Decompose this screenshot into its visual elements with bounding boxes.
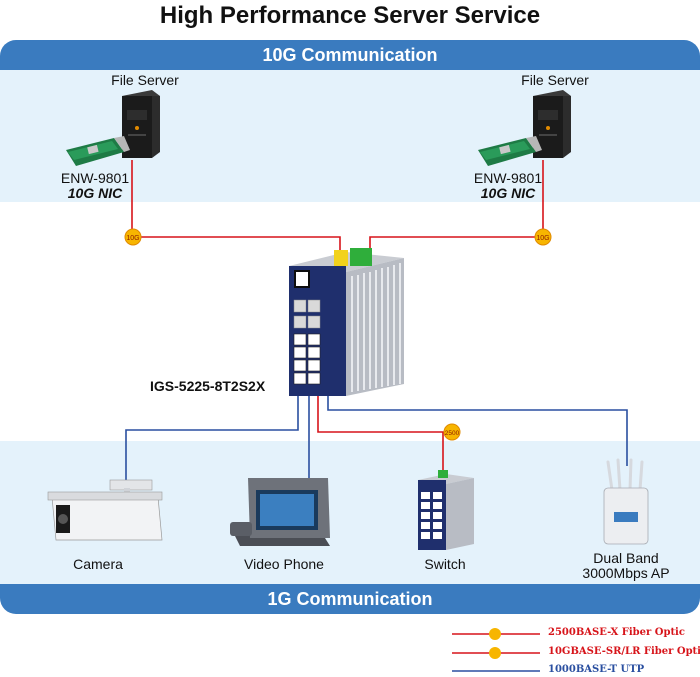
legend-item-1000base-t: 1000BASE-T UTP <box>450 664 695 677</box>
nic-left-model: ENW-9801 <box>60 170 130 186</box>
legend-item-2500base-x: 2500BASE-X Fiber Optic <box>450 627 695 643</box>
nic-right-model: ENW-9801 <box>473 170 543 186</box>
legend-text: 1000BASE-T UTP <box>548 664 645 675</box>
igs-5225-switch-icon <box>289 248 404 396</box>
badge-2500: 2500 <box>443 423 461 441</box>
ap-label-line2: 3000Mbps AP <box>582 565 670 581</box>
nic-right-type: 10G NIC <box>480 185 536 201</box>
switch-device-icon <box>418 470 474 550</box>
badge-10g-right-text: 10G <box>536 235 549 242</box>
legend-text: 10GBASE-SR/LR Fiber Optic <box>548 646 700 657</box>
video-phone-icon <box>230 478 330 546</box>
legend-lines <box>452 628 540 672</box>
video-phone-label: Video Phone <box>244 556 324 572</box>
fiber-links <box>131 160 544 475</box>
camera-icon <box>47 479 163 541</box>
file-server-left-icon <box>122 90 160 158</box>
badge-2500-text: 2500 <box>445 430 460 437</box>
nic-card-right-icon <box>478 136 542 166</box>
switch-model-label: IGS-5225-8T2S2X <box>150 378 266 394</box>
nic-card-left-icon <box>66 136 130 166</box>
switch-device-label: Switch <box>424 556 466 572</box>
utp-links <box>125 395 628 480</box>
legend-item-10gbase-sr-lr: 10GBASE-SR/LR Fiber Optic <box>450 646 700 662</box>
ap-label-line1: Dual Band <box>593 550 659 566</box>
right-server-10g-link <box>369 160 544 258</box>
nic-left-type: 10G NIC <box>67 185 123 201</box>
file-server-right-icon <box>533 90 571 158</box>
diagram-title: High Performance Server Service <box>159 2 541 29</box>
file-server-right-label: File Server <box>521 72 589 88</box>
badge-10g-left: 10G <box>124 228 142 246</box>
access-point-icon <box>603 458 649 545</box>
left-server-10g-link <box>131 160 341 258</box>
legend-text: 2500BASE-X Fiber Optic <box>548 627 685 638</box>
camera-utp-link <box>125 395 299 480</box>
badge-10g-left-text: 10G <box>126 235 139 242</box>
badge-10g-right: 10G <box>534 228 552 246</box>
10g-communication-banner: 10G Communication <box>0 40 700 70</box>
ap-utp-link <box>327 395 628 466</box>
switch-2500-link <box>317 395 444 475</box>
1g-communication-banner: 1G Communication <box>0 584 700 614</box>
camera-label: Camera <box>73 556 123 572</box>
file-server-left-label: File Server <box>111 72 179 88</box>
